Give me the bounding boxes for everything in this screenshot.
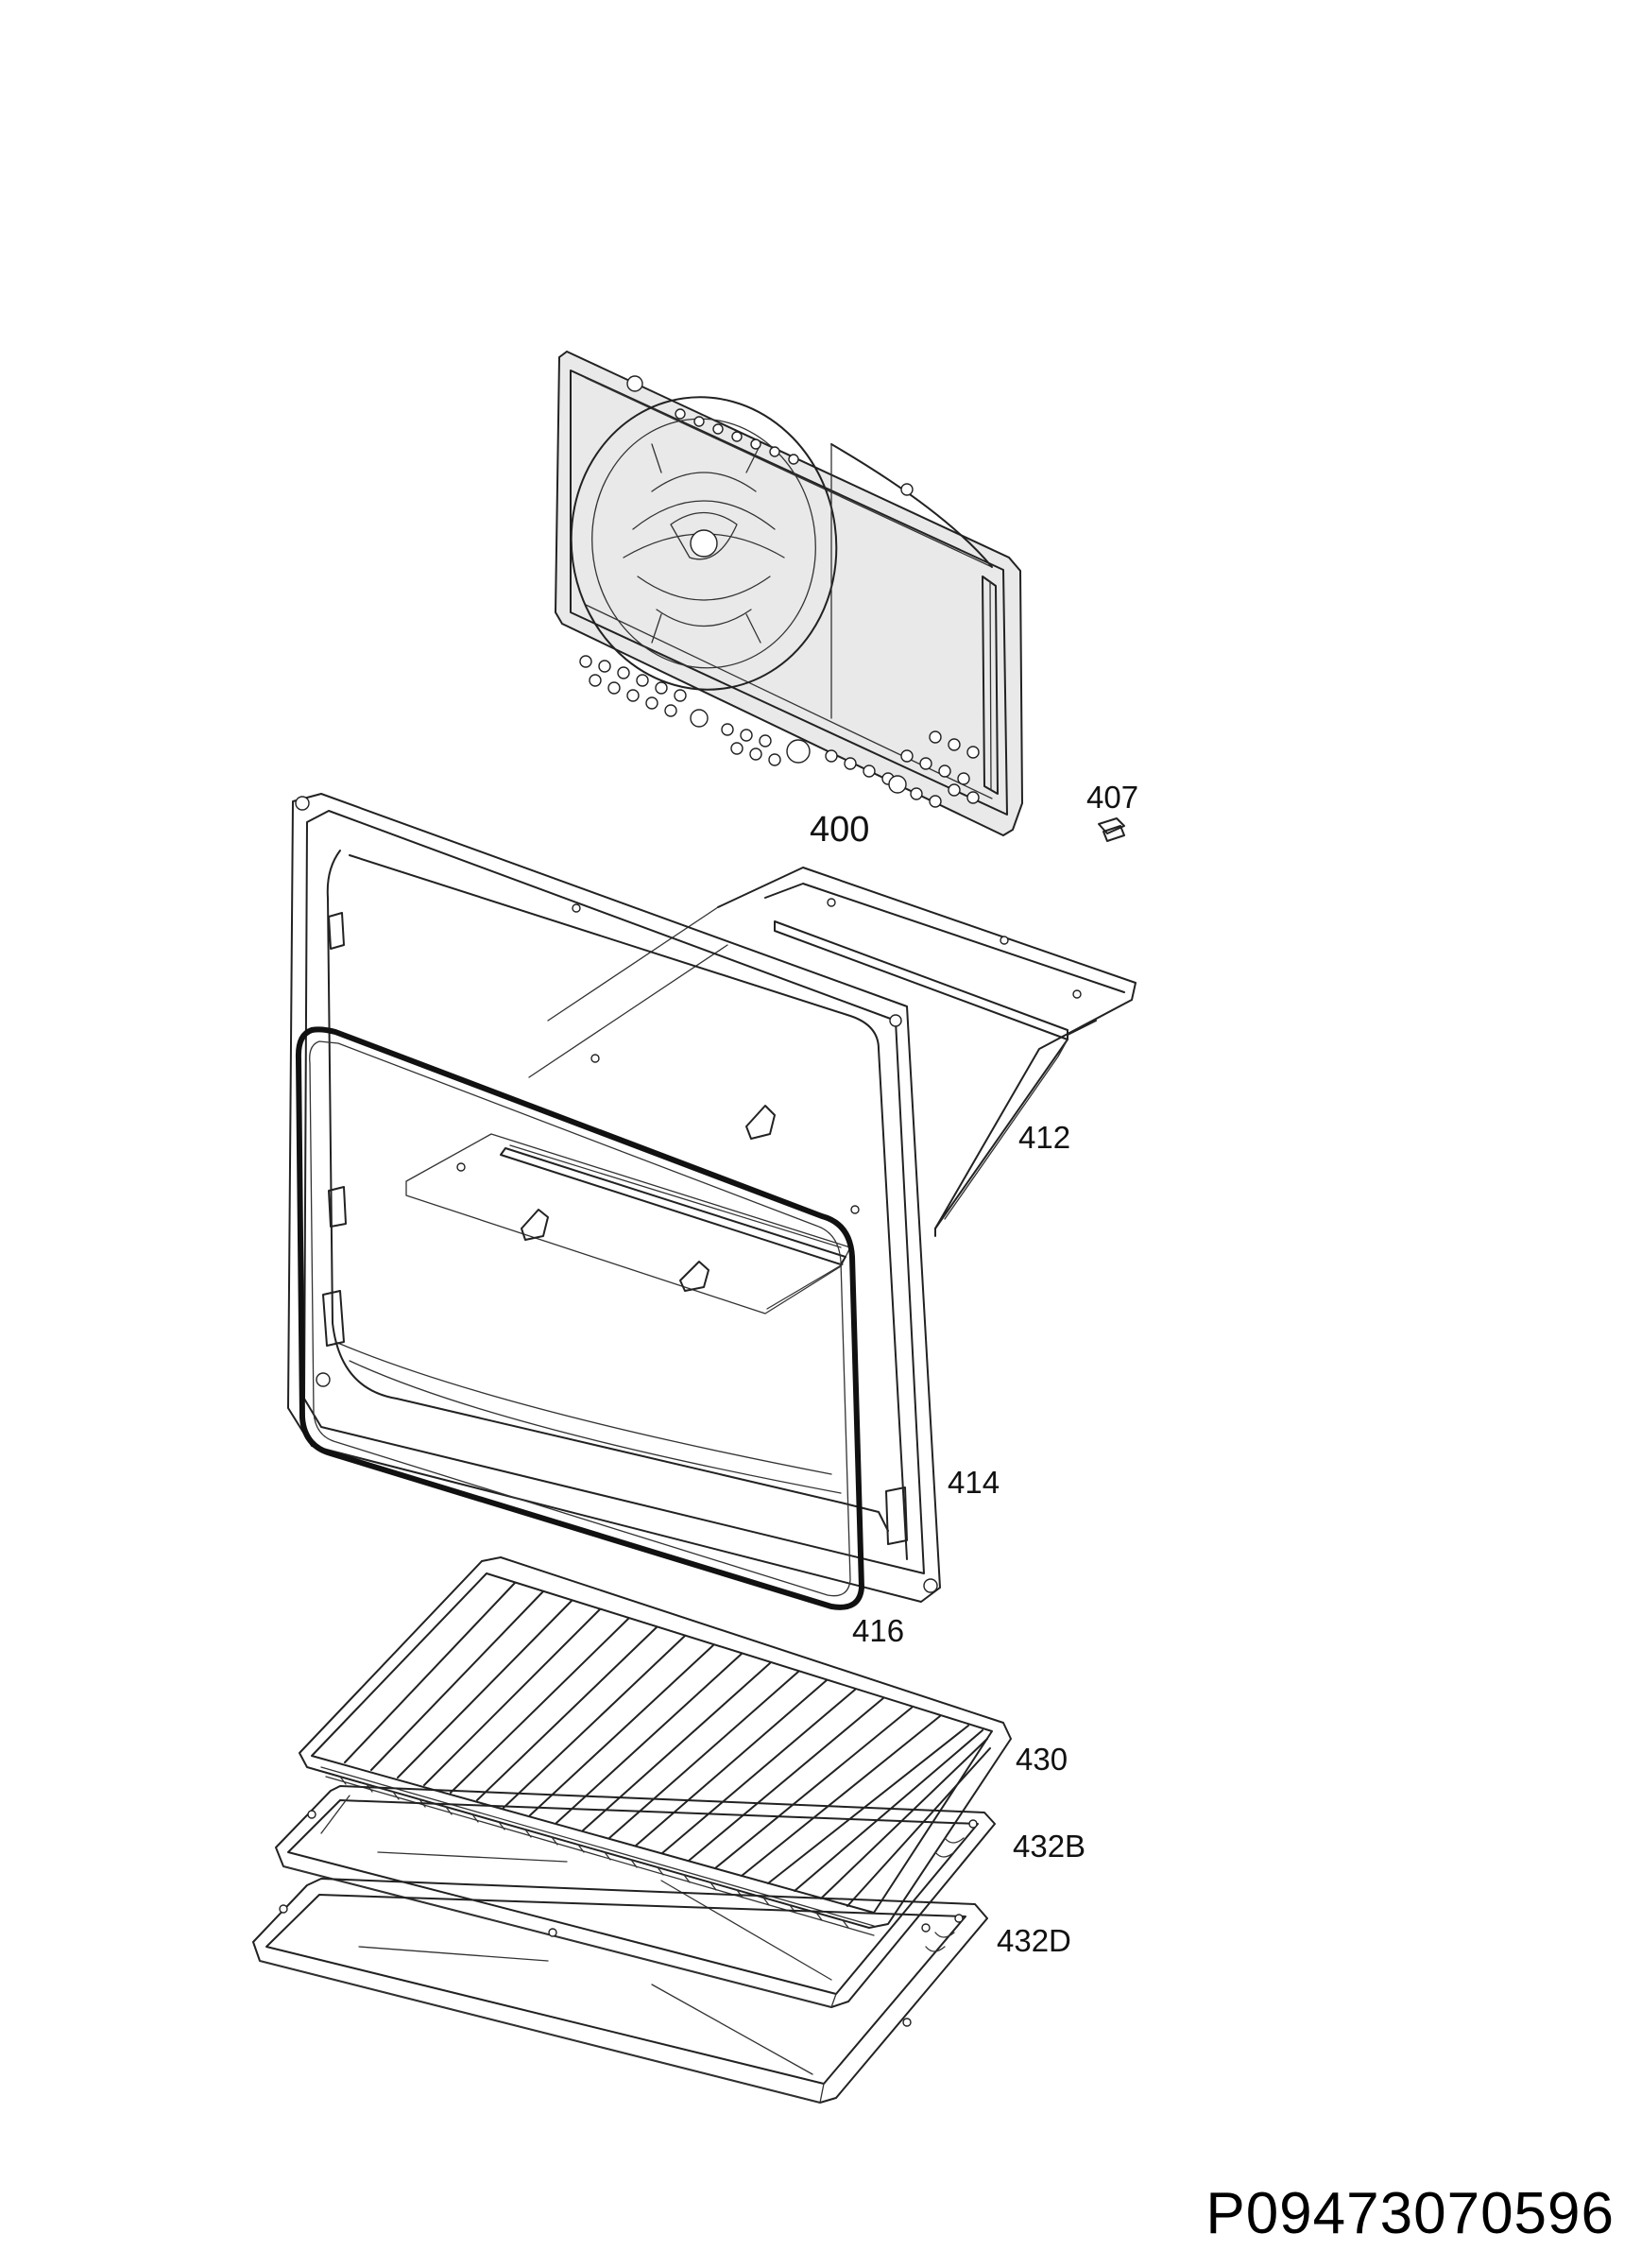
perforation-holes-right [825,730,980,808]
perforation-holes-top [626,375,914,496]
part-407-clip [1098,817,1125,842]
label-407: 407 [1086,780,1138,815]
label-412: 412 [1018,1120,1070,1155]
label-432B: 432B [1013,1829,1085,1864]
part-400-back-panel [554,350,1024,837]
perforation-holes-left [579,655,811,766]
label-400: 400 [810,810,869,850]
label-430: 430 [1016,1742,1068,1777]
document-code: P09473070596 [1205,2181,1615,2246]
part-412-top-cover [528,867,1137,1237]
label-416: 416 [852,1613,904,1648]
part-416-door-seal [295,1026,864,1610]
label-432D: 432D [997,1923,1071,1958]
part-432D-deep-tray [252,1878,988,2104]
label-414: 414 [948,1465,1000,1500]
part-432B-shallow-tray [275,1785,996,2008]
part-414-cavity-frame [287,793,941,1603]
